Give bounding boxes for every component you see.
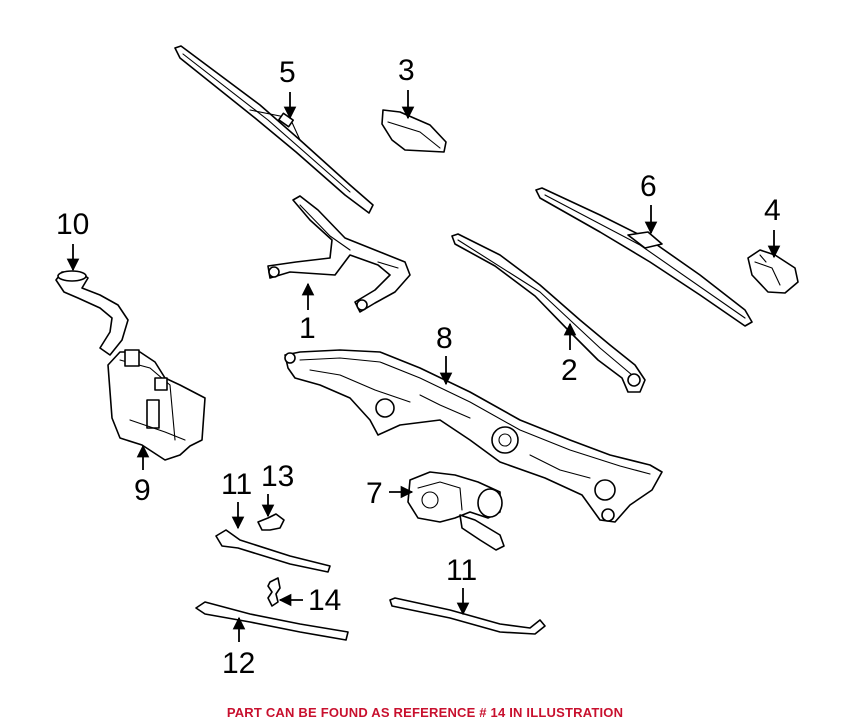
callout-6: 6 <box>640 170 657 203</box>
reference-note: PART CAN BE FOUND AS REFERENCE # 14 IN I… <box>226 705 624 720</box>
part-11-hose-upper <box>215 529 331 573</box>
callout-3: 3 <box>398 54 415 87</box>
callout-11-upper: 11 <box>221 468 252 501</box>
callout-7: 7 <box>366 477 383 510</box>
part-1-wiper-arm-left <box>267 195 411 313</box>
part-2-wiper-arm-right <box>451 233 646 393</box>
callout-8: 8 <box>436 322 453 355</box>
part-14-washer-nozzle <box>267 577 281 607</box>
part-3-cover-cap <box>381 109 447 153</box>
part-10-filler-neck <box>55 270 129 356</box>
part-8-wiper-linkage <box>284 349 663 523</box>
callout-11-lower: 11 <box>446 554 477 587</box>
part-9-washer-reservoir <box>107 349 206 461</box>
callout-9: 9 <box>134 474 151 507</box>
part-11-hose-lower <box>389 597 546 635</box>
part-5-wiper-blade-left <box>174 45 374 214</box>
part-12-hose-lower <box>195 601 349 641</box>
part-4-cover-cap-right <box>747 249 799 294</box>
part-13-connector <box>257 513 285 531</box>
callout-2: 2 <box>561 354 578 387</box>
callout-10: 10 <box>56 208 89 241</box>
callout-4: 4 <box>764 194 781 227</box>
callout-5: 5 <box>279 56 296 89</box>
part-6-wiper-blade-right <box>535 187 753 327</box>
callout-12: 12 <box>222 647 255 680</box>
part-7-wiper-motor <box>407 471 505 551</box>
callout-13: 13 <box>261 460 294 493</box>
callout-14: 14 <box>308 584 341 617</box>
callout-1: 1 <box>299 312 316 345</box>
